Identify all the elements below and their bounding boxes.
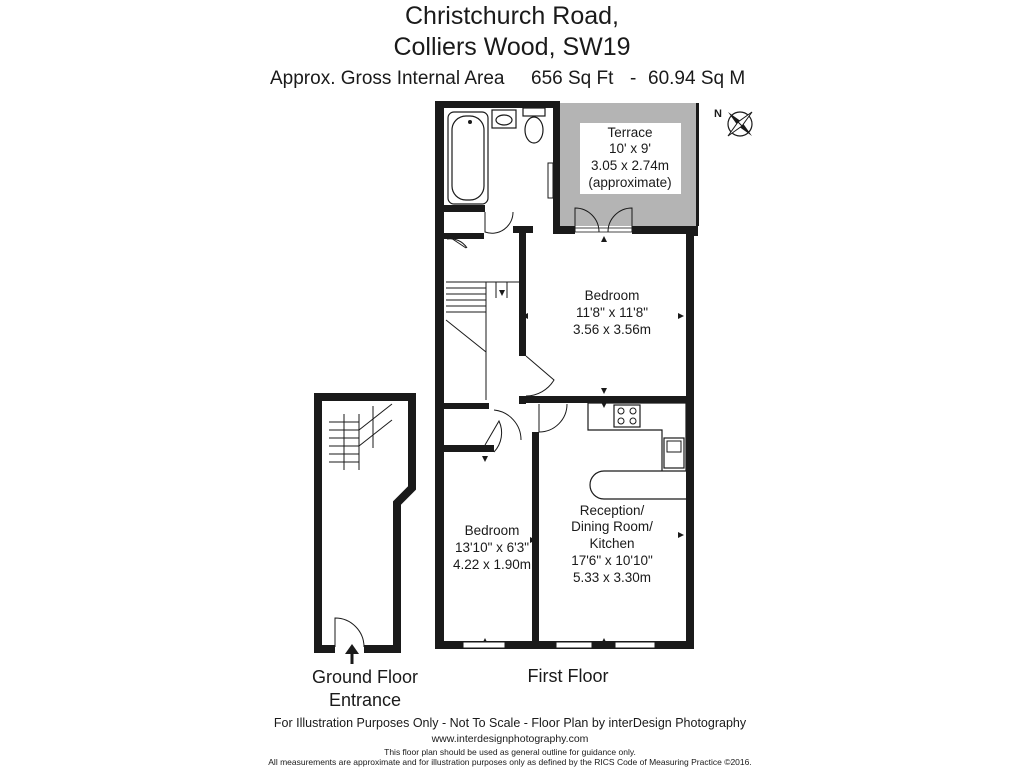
cupboard-door [484, 419, 503, 453]
compass-north-label: N [714, 108, 722, 120]
stairs-arrow-icon [499, 290, 505, 296]
area-label: Approx. Gross Internal Area [270, 68, 505, 89]
toilet-icon [522, 107, 546, 117]
terrace-name: Terrace [607, 125, 652, 140]
address-line-1: Christchurch Road, [405, 2, 619, 30]
kitchen-island [589, 470, 686, 500]
footer-measurement-note: All measurements are approximate and for… [268, 757, 751, 767]
terrace-note: (approximate) [588, 175, 671, 190]
reception-metric: 5.33 x 3.30m [573, 570, 651, 585]
bedroom-1-door [525, 355, 555, 397]
bedroom-2-name: Bedroom [465, 523, 520, 538]
bedroom-1-imperial: 11'8" x 11'8" [576, 305, 648, 320]
entrance-door [334, 617, 365, 648]
terrace-imperial: 10' x 9' [609, 141, 651, 156]
bedroom-2-imperial: 13'10" x 6'3" [455, 540, 529, 555]
footer-website: www.interdesignphotography.com [431, 733, 589, 745]
bedroom-1 [522, 207, 684, 397]
terrace-area [559, 103, 699, 226]
compass-icon: N [714, 108, 753, 137]
bedroom-2-label: Bedroom 13'10" x 6'3" 4.22 x 1.90m [453, 523, 531, 572]
reception-window-1 [555, 641, 593, 649]
bedroom-2-metric: 4.22 x 1.90m [453, 557, 531, 572]
hob-icon [613, 404, 641, 428]
area-separator: - [630, 68, 636, 89]
ground-floor-label: Ground Floor [312, 667, 418, 687]
reception-imperial: 17'6" x 10'10" [571, 553, 653, 568]
sink-icon [663, 437, 685, 469]
bedroom-2 [462, 409, 536, 649]
bedroom-2-window [462, 641, 506, 649]
reception-door [538, 403, 568, 433]
area-sqft: 656 Sq Ft [531, 68, 614, 89]
footer-guidance-note: This floor plan should be used as genera… [384, 747, 636, 757]
ground-floor-walls [314, 393, 416, 664]
terrace-door-left [574, 207, 600, 233]
address-line-2: Colliers Wood, SW19 [393, 33, 630, 61]
bedroom-1-metric: 3.56 x 3.56m [573, 322, 651, 337]
reception-line-1: Reception/ [580, 503, 645, 518]
terrace-label: Terrace 10' x 9' 3.05 x 2.74m (approxima… [588, 125, 671, 190]
bathroom-door [484, 211, 514, 234]
reception-kitchen [538, 402, 687, 649]
first-floor-walls [435, 101, 698, 649]
reception-label: Reception/ Dining Room/ Kitchen 17'6" x … [571, 503, 653, 585]
bedroom-1-label: Bedroom 11'8" x 11'8" 3.56 x 3.56m [573, 288, 651, 337]
bathroom-window [547, 162, 554, 199]
first-floor-stairs [445, 281, 519, 400]
bathroom [446, 107, 554, 249]
first-floor-label: First Floor [528, 666, 609, 686]
ground-floor-entrance-label: Entrance [329, 690, 401, 710]
reception-line-3: Kitchen [589, 536, 634, 551]
terrace-door-right [607, 207, 633, 233]
bedroom-1-name: Bedroom [585, 288, 640, 303]
terrace-metric: 3.05 x 2.74m [591, 158, 669, 173]
reception-line-2: Dining Room/ [571, 519, 653, 534]
area-sqm: 60.94 Sq M [648, 68, 745, 89]
bedroom-2-door [493, 409, 522, 441]
terrace-label-box [580, 123, 681, 194]
footer-disclaimer: For Illustration Purposes Only - Not To … [274, 716, 747, 730]
reception-window-2 [614, 641, 656, 649]
entrance-arrow-icon [345, 644, 359, 654]
